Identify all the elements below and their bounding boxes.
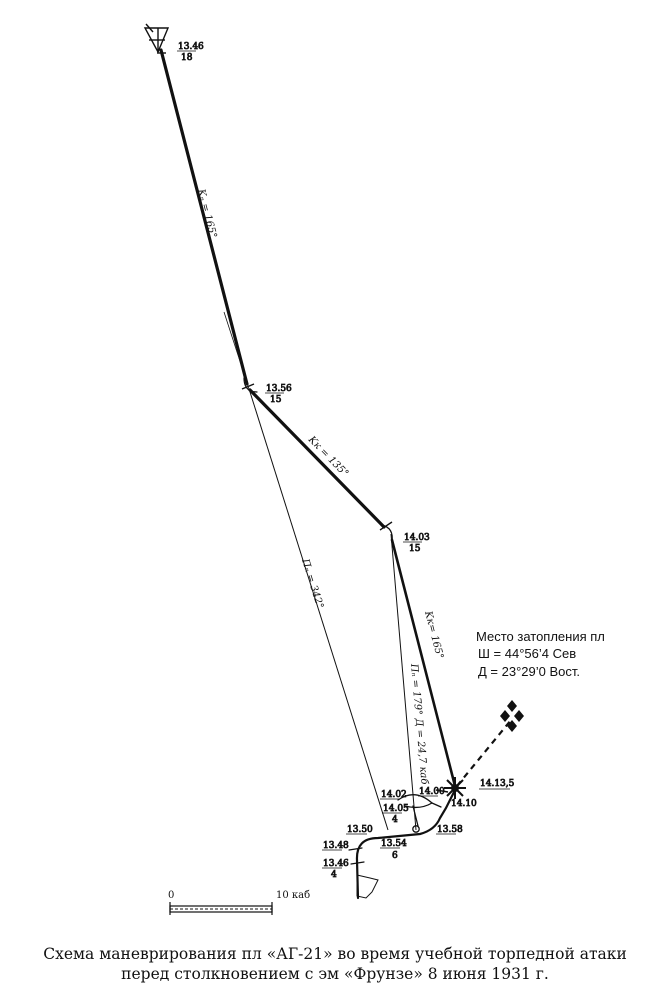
sinking-site-title: Место затопления пл (476, 629, 605, 644)
time-label-1348: 13.48 (323, 841, 349, 851)
caption-line-2: перед столкновением с эм «Фрунзе» 8 июня… (121, 965, 549, 983)
time-label-1356: 13.56 (266, 384, 292, 394)
bearing-line-342 (249, 391, 389, 831)
scale-start-label: 0 (168, 890, 174, 901)
time-label-1354: 13.54 (381, 839, 407, 849)
num-label-15b: 15 (409, 544, 421, 554)
track-ticks (157, 52, 449, 793)
time-label-1358: 13.58 (437, 825, 463, 835)
destroyer-start-icon (143, 23, 170, 54)
num-label-15a: 15 (270, 395, 282, 405)
destroyer-track (159, 48, 457, 788)
bearing-line-179 (390, 533, 417, 831)
sinking-site-text: Место затопления пл Ш = 44°56’4 Сев Д = … (476, 629, 605, 679)
track-leg-135 (248, 388, 386, 529)
submarine-short-leg (412, 805, 419, 827)
diagram-caption: Схема маневрирования пл «АГ-21» во время… (0, 944, 670, 984)
submarine-point-marker (412, 825, 420, 833)
turn-arc-lower (381, 524, 393, 543)
track-leg-165-upper (159, 48, 249, 386)
turn-arc-upper (243, 377, 258, 393)
num-label-4b: 4 (331, 870, 337, 880)
sinking-site-lon: Д = 23°29’0 Вост. (478, 664, 580, 679)
track-leg-165-lower (390, 538, 457, 788)
caption-line-1: Схема маневрирования пл «АГ-21» во время… (43, 945, 627, 963)
submarine-track (348, 788, 457, 900)
time-label-1410: 14.10 (451, 799, 477, 809)
time-label-1402: 14.02 (381, 790, 407, 800)
scale-bar: 0 10 каб (168, 890, 310, 915)
course-label-165-lower: Kк= 165° (422, 609, 445, 660)
course-label-165-upper: Kₙ = 165° (195, 187, 219, 239)
track-labels: 13.46 18 13.56 15 14.03 15 14.13,5 14.10… (177, 42, 515, 880)
time-label-1403: 14.03 (404, 533, 430, 543)
sinking-site-icon (500, 700, 524, 732)
num-label-18: 18 (181, 53, 193, 63)
collision-star-icon (444, 777, 466, 799)
bearing-lines (223, 311, 417, 831)
time-label-14135: 14.13,5 (480, 779, 515, 789)
time-label-1405: 14.05 (383, 804, 409, 814)
bearing-label-342: Пₙ = 342° (299, 557, 325, 610)
sinking-site-lat: Ш = 44°56’4 Сев (478, 646, 576, 661)
submarine-path (355, 788, 457, 900)
submarine-stub (431, 802, 442, 808)
time-label-1400: 14.00 (419, 787, 445, 797)
time-label-1350: 13.50 (347, 825, 373, 835)
course-label-135: Kк = 135° (305, 434, 350, 480)
time-label-1346-bottom: 13.46 (323, 859, 349, 869)
submarine-outline-icon (356, 874, 379, 899)
num-label-4a: 4 (392, 815, 398, 825)
num-label-6: 6 (392, 851, 398, 861)
sinking-dashed-line (456, 719, 512, 787)
scale-end-label: 10 каб (276, 890, 310, 901)
time-label-1346-top: 13.46 (178, 42, 204, 52)
